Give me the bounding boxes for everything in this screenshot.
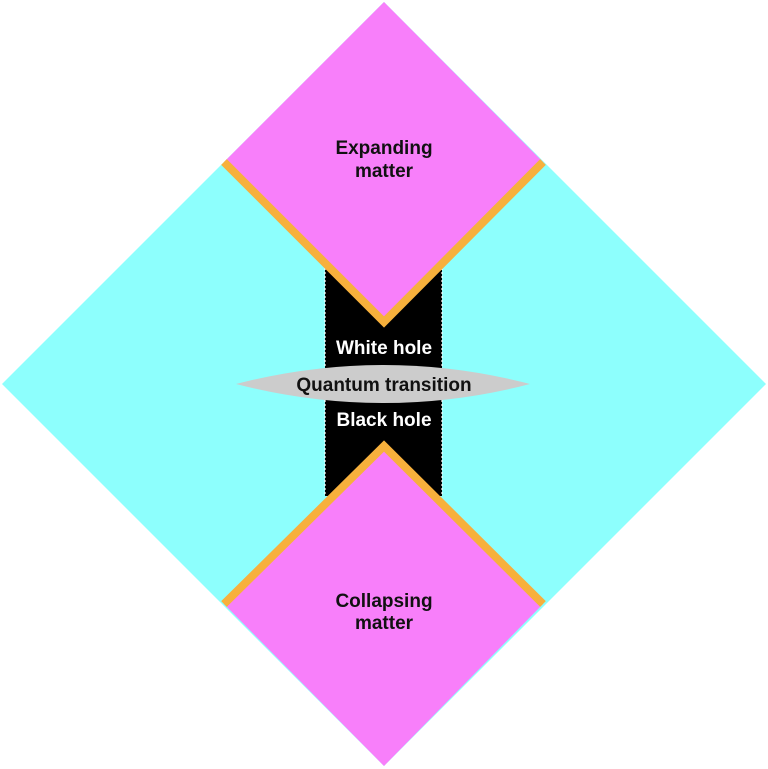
collapsing-matter-label-line2: matter [355, 613, 414, 634]
collapsing-matter-label-line1: Collapsing [335, 591, 432, 612]
quantum-transition-label: Quantum transition [296, 375, 471, 396]
quantum-transition-region [236, 365, 530, 403]
expanding-matter-boundary [221, 159, 546, 328]
collapsing-matter-boundary [221, 440, 546, 607]
expanding-matter-label-line2: matter [355, 161, 414, 182]
white-hole-label: White hole [336, 338, 432, 359]
black-hole-label: Black hole [336, 410, 431, 431]
expanding-matter-label-line1: Expanding [335, 138, 432, 159]
